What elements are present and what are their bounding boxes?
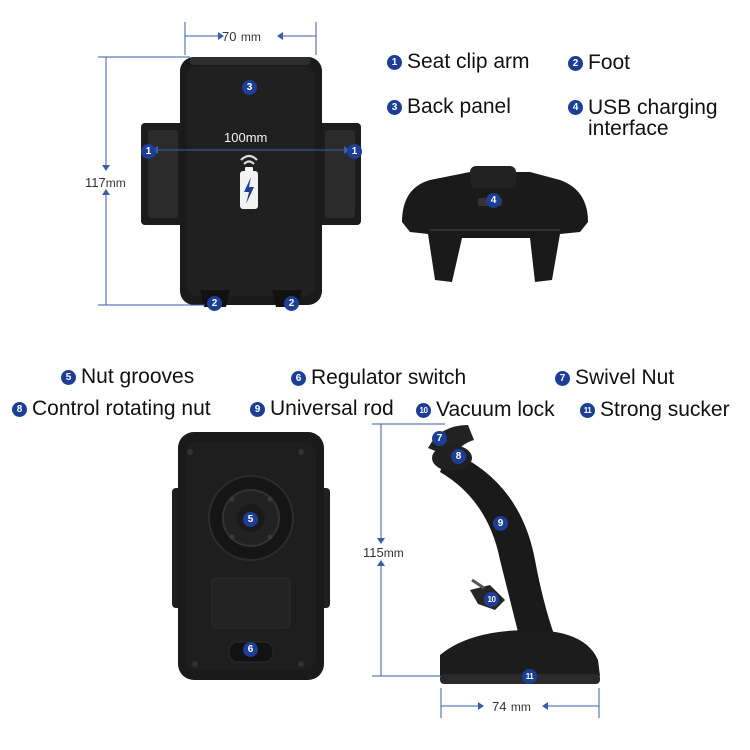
legend-label-nut-grooves: Nut grooves — [81, 365, 195, 388]
dimension-height-holder: 117mm — [85, 175, 126, 190]
legend-badge-9: 9 — [250, 401, 265, 417]
legend-label-foot: Foot — [588, 51, 631, 74]
wireless-charging-icon — [240, 154, 258, 209]
callout-badge-10: 10 — [484, 592, 499, 607]
legend-label-seat-clip-arm: Seat clip arm — [407, 50, 530, 73]
legend-badge-10: 10 — [416, 402, 431, 418]
callout-badge-1-left: 1 — [141, 144, 156, 159]
callout-badge-5: 5 — [243, 512, 258, 527]
dimension-width-top: 70 mm — [222, 29, 261, 44]
legend-item-strong-sucker: 11 Strong sucker — [580, 399, 730, 421]
legend-badge-6: 6 — [291, 370, 306, 386]
legend-item-usb-charging-interface: 4 USB charging interface — [568, 97, 718, 139]
dimension-width-arms: 100mm — [224, 130, 268, 145]
legend-label-usb-line2: interface — [588, 117, 669, 140]
seat-clip-arm-right — [318, 123, 361, 225]
legend-item-back-panel: 3 Back panel — [387, 96, 511, 118]
legend-item-universal-rod: 9 Universal rod — [250, 398, 394, 420]
callout-badge-4: 4 — [486, 193, 501, 208]
usb-interface-view — [402, 166, 588, 282]
legend-item-control-rotating-nut: 8 Control rotating nut — [12, 398, 211, 420]
legend-badge-1: 1 — [387, 54, 402, 70]
callout-badge-3: 3 — [242, 80, 257, 95]
legend-label-vacuum-lock: Vacuum lock — [436, 398, 555, 421]
legend-badge-8: 8 — [12, 401, 27, 417]
dimension-height-mount: 115mm — [363, 545, 404, 560]
legend-item-seat-clip-arm: 1 Seat clip arm — [387, 51, 530, 73]
suction-mount-view — [372, 423, 600, 718]
legend-label-regulator-switch: Regulator switch — [311, 366, 467, 389]
legend-item-swivel-nut: 7 Swivel Nut — [555, 367, 674, 389]
callout-badge-9: 9 — [493, 516, 508, 531]
universal-rod — [440, 450, 570, 672]
legend-badge-2: 2 — [568, 55, 583, 71]
holder-back-view — [172, 432, 330, 680]
legend-badge-4: 4 — [568, 100, 583, 115]
callout-badge-11: 11 — [522, 669, 537, 684]
legend-badge-11: 11 — [580, 402, 595, 418]
legend-label-universal-rod: Universal rod — [270, 397, 394, 420]
strong-sucker — [440, 630, 600, 684]
legend-label-swivel-nut: Swivel Nut — [575, 366, 675, 389]
legend-item-nut-grooves: 5 Nut grooves — [61, 366, 194, 388]
legend-badge-5: 5 — [61, 369, 76, 385]
legend-item-foot: 2 Foot — [568, 52, 630, 74]
callout-badge-2-left: 2 — [207, 296, 222, 311]
callout-badge-6: 6 — [243, 642, 258, 657]
holder-front-view — [98, 22, 361, 307]
legend-label-control-rotating-nut: Control rotating nut — [32, 397, 211, 420]
legend-badge-3: 3 — [387, 99, 402, 115]
callout-badge-7: 7 — [432, 431, 447, 446]
legend-badge-7: 7 — [555, 370, 570, 386]
legend-item-regulator-switch: 6 Regulator switch — [291, 367, 466, 389]
dimension-lines-mount — [372, 423, 600, 718]
dimension-base-width: 74 mm — [492, 699, 531, 714]
legend-item-vacuum-lock: 10 Vacuum lock — [416, 399, 555, 421]
callout-badge-8: 8 — [451, 449, 466, 464]
seat-clip-arm-left — [141, 123, 184, 225]
legend-label-back-panel: Back panel — [407, 95, 511, 118]
callout-badge-2-right: 2 — [284, 296, 299, 311]
legend-label-strong-sucker: Strong sucker — [600, 398, 730, 421]
callout-badge-1-right: 1 — [347, 144, 362, 159]
legend-label-usb-line1: USB charging — [588, 96, 718, 119]
